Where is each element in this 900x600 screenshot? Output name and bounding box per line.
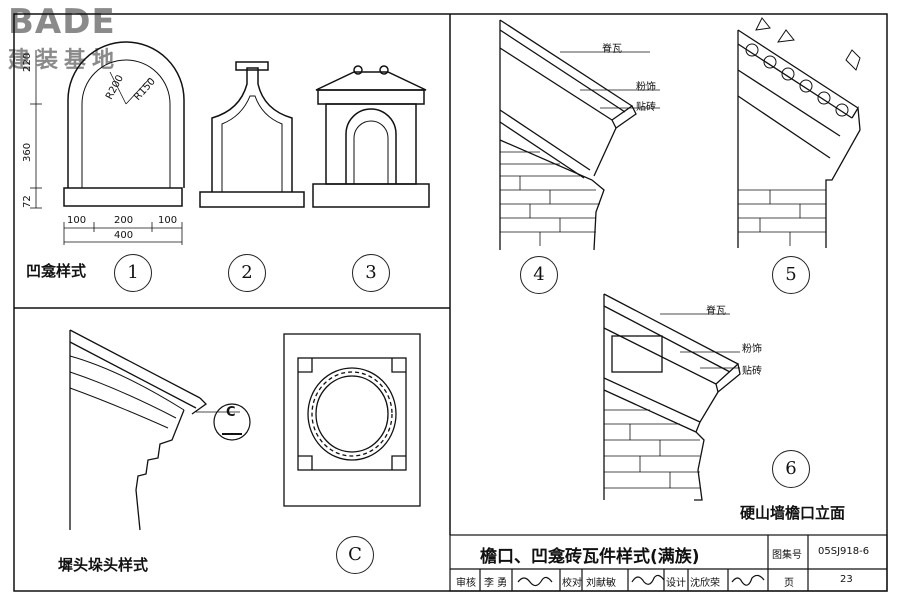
reviewer-name: 李 勇 xyxy=(484,578,508,589)
fig6-ridge-tile-label: 脊瓦 xyxy=(706,306,726,317)
logo-text: BADE xyxy=(8,2,116,42)
corbel-style-caption: 墀头垛头样式 xyxy=(58,556,149,574)
niche-style-caption: 凹龛样式 xyxy=(26,262,87,280)
figure-number-6: 6 xyxy=(772,450,810,488)
reviewer-signature xyxy=(517,576,553,587)
reviewer-label: 审核 xyxy=(456,578,476,589)
atlas-number: 05SJ918-6 xyxy=(818,546,870,557)
eave-detail-5 xyxy=(737,29,861,248)
eave-5-tiles xyxy=(745,17,861,117)
rosette-panel xyxy=(283,333,421,507)
eave-6-leaders xyxy=(660,313,740,369)
section-marker-circle xyxy=(213,403,251,441)
designer-label: 设计 xyxy=(666,578,686,589)
eave-detail-6 xyxy=(603,293,741,501)
eave-4-brick xyxy=(499,20,600,250)
figure-number-5: 5 xyxy=(772,256,810,294)
dim-100-right: 100 xyxy=(158,215,178,226)
fig4-veneer-brick-label: 贴砖 xyxy=(636,102,656,113)
eave-detail-4 xyxy=(499,19,637,251)
dim-200: 200 xyxy=(114,215,134,226)
niche-style-3 xyxy=(312,65,430,208)
title-block-lines xyxy=(449,534,888,592)
designer-signature xyxy=(731,574,765,586)
eave-5-brick xyxy=(738,189,826,246)
atlas-number-label: 图集号 xyxy=(772,550,802,561)
figure-number-2: 2 xyxy=(228,254,266,292)
checker-signature xyxy=(631,574,665,585)
page-number: 23 xyxy=(840,574,853,585)
eave-6-brick xyxy=(604,409,700,489)
corbel-elevation xyxy=(69,329,240,531)
drawing-title: 檐口、凹龛砖瓦件样式(满族) xyxy=(480,547,700,567)
figure-number-3: 3 xyxy=(352,254,390,292)
fig4-ridge-tile-label: 脊瓦 xyxy=(602,44,622,55)
gable-eave-caption: 硬山墙檐口立面 xyxy=(740,504,846,522)
figure-number-1: 1 xyxy=(114,254,152,292)
niche-style-2 xyxy=(199,61,305,208)
figure-number-c: C xyxy=(336,536,374,574)
dim-400: 400 xyxy=(114,230,134,241)
page-label: 页 xyxy=(784,578,794,589)
dim-100-left: 100 xyxy=(67,215,87,226)
niche-style-1 xyxy=(63,41,185,207)
figure-number-4: 4 xyxy=(520,256,558,294)
logo-subtext: 建装基地 xyxy=(8,48,121,73)
eave-4-leaders xyxy=(560,51,660,109)
designer-name: 沈欣荣 xyxy=(690,578,720,589)
fig4-plaster-label: 粉饰 xyxy=(636,82,656,93)
fig6-plaster-label: 粉饰 xyxy=(742,344,762,355)
fig6-veneer-brick-label: 贴砖 xyxy=(742,366,762,377)
checker-name: 刘献敏 xyxy=(586,578,616,589)
niche-1-dimensions xyxy=(30,50,183,245)
section-marker-letter: C xyxy=(226,405,236,420)
checker-label: 校对 xyxy=(562,578,582,589)
